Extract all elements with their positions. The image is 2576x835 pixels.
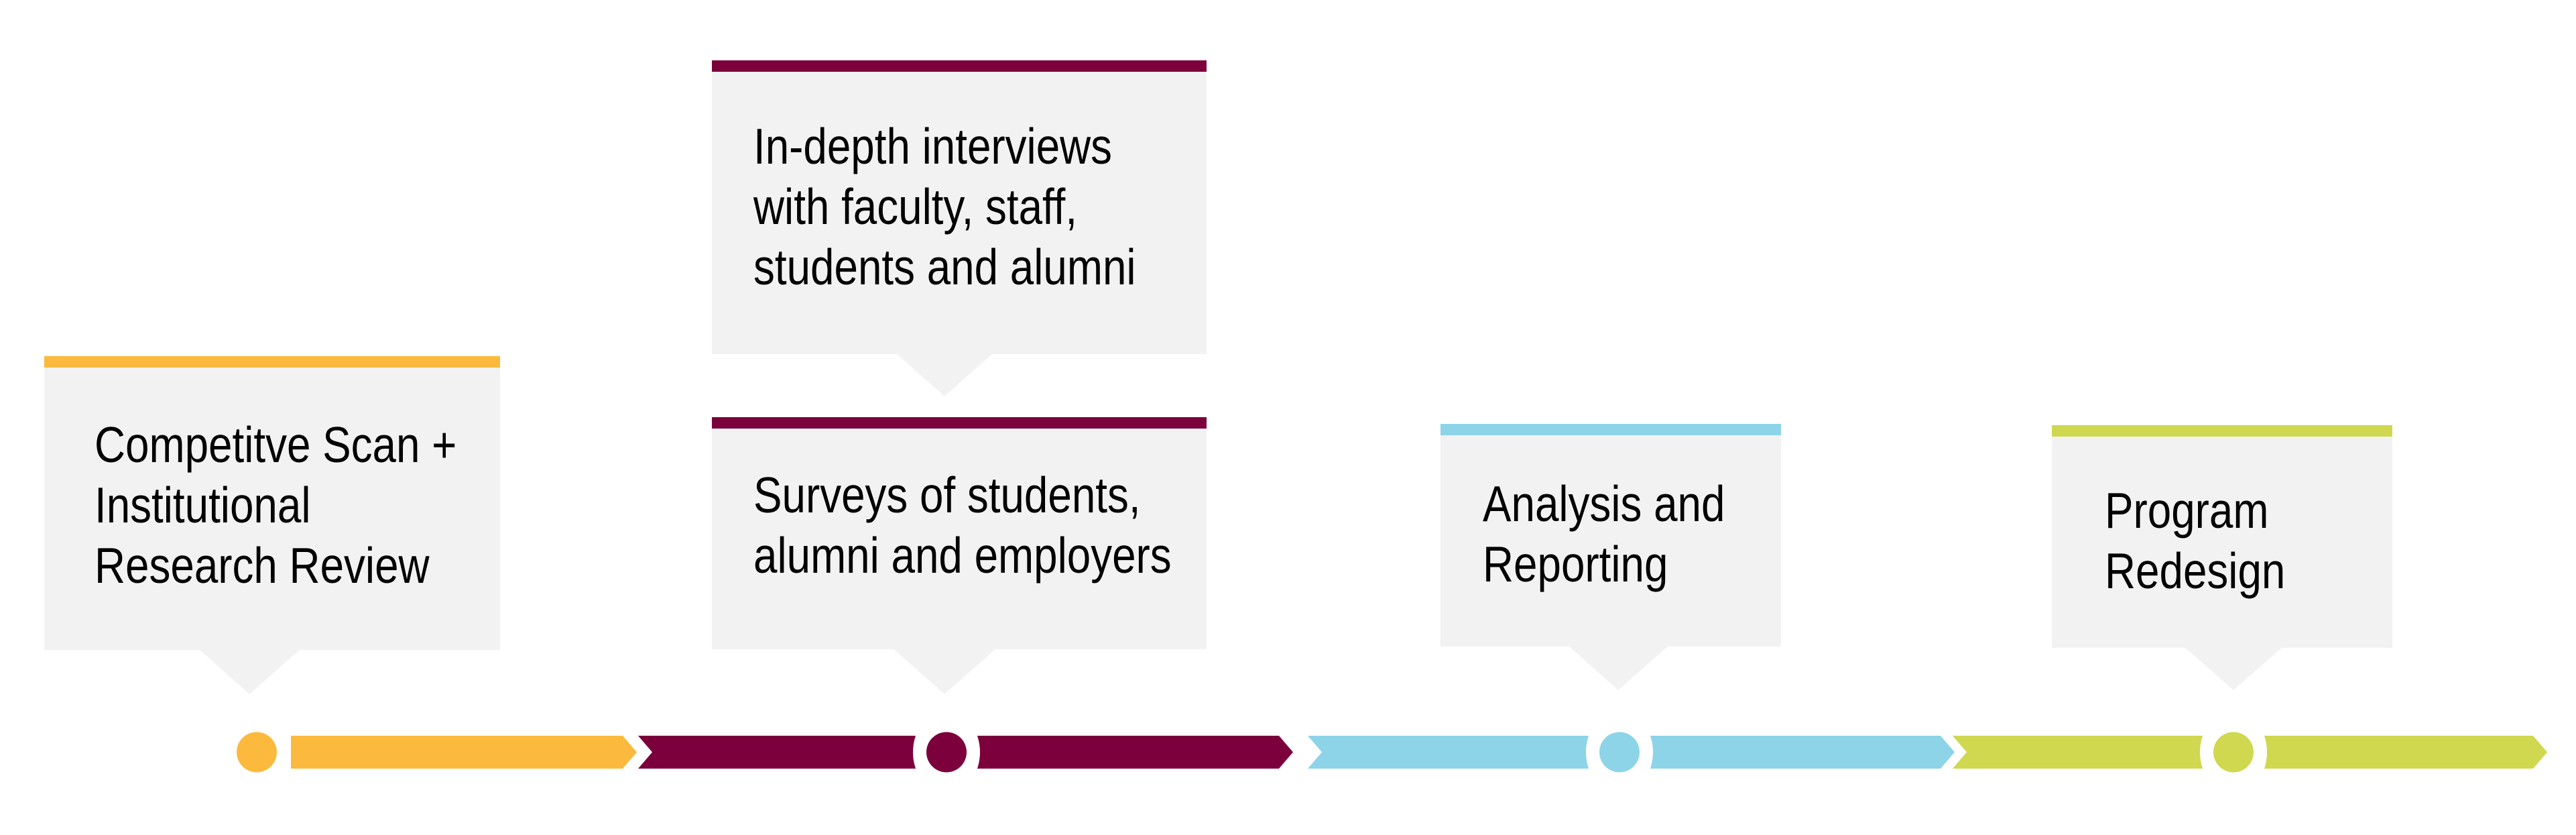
- callout-interviews: [712, 60, 1207, 354]
- callout-competitive-scan: [44, 356, 500, 650]
- timeline-stage-2: [638, 710, 1293, 794]
- callout-program-redesign: [2052, 425, 2392, 648]
- timeline-segment: [291, 736, 637, 769]
- callout-pointer: [893, 649, 996, 694]
- callout-pointer: [199, 649, 300, 694]
- callout-label: Surveys of students, alumni and employer…: [753, 465, 1172, 586]
- callout-pointer: [1569, 646, 1668, 690]
- label-line: Program: [2105, 482, 2269, 539]
- callout-accent-bar: [44, 356, 500, 368]
- timeline-stage-3: [1308, 710, 1955, 794]
- milestone-dot: [2213, 732, 2254, 773]
- label-line: alumni and employers: [753, 527, 1172, 583]
- callout-label: In-depth interviews with faculty, staff,…: [753, 116, 1136, 297]
- callout-label: Program Redesign: [2105, 480, 2285, 601]
- label-line: Analysis and: [1483, 476, 1725, 532]
- callout-pointer: [2185, 647, 2282, 690]
- label-line: In-depth interviews: [753, 118, 1113, 174]
- timeline-stage-1: [223, 710, 637, 794]
- timeline-stage-4: [1953, 710, 2547, 794]
- label-line: with faculty, staff,: [753, 178, 1078, 235]
- label-line: Institutional: [95, 477, 311, 533]
- label-line: students and alumni: [753, 239, 1136, 295]
- callout-accent-bar: [2052, 425, 2392, 437]
- callout-label: Analysis and Reporting: [1483, 474, 1725, 594]
- label-line: Research Review: [95, 537, 430, 594]
- callout-surveys: [712, 417, 1207, 649]
- label-line: Competitve Scan +: [95, 416, 457, 473]
- callout-accent-bar: [712, 417, 1207, 429]
- callout-analysis: [1440, 424, 1781, 647]
- milestone-dot: [926, 732, 967, 773]
- label-line: Redesign: [2105, 543, 2286, 599]
- label-line: Surveys of students,: [753, 467, 1141, 523]
- milestone-dot: [1599, 732, 1640, 773]
- callout-pointer: [896, 353, 993, 396]
- callout-accent-bar: [712, 60, 1207, 72]
- milestone-dot: [237, 732, 277, 773]
- callout-accent-bar: [1440, 424, 1781, 435]
- label-line: Reporting: [1483, 536, 1668, 592]
- callout-label: Competitve Scan + Institutional Research…: [95, 414, 456, 596]
